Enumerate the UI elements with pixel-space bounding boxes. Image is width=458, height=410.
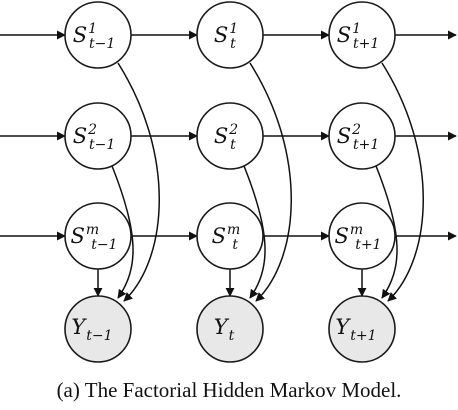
emission-arrow-1-col-3 — [381, 62, 424, 302]
hidden-state-circle — [64, 1, 132, 69]
hidden-state-circle — [196, 102, 264, 170]
observation-label: Yt−1 — [71, 315, 112, 344]
emission-arrow-1-col-1 — [117, 62, 160, 302]
hidden-state-circle — [196, 1, 264, 69]
hidden-state-circle — [64, 102, 132, 170]
observation-label: Yt+1 — [335, 315, 376, 344]
observation-circle — [196, 295, 264, 363]
hidden-state-circle — [328, 202, 396, 270]
emission-arrow-2-col-2 — [243, 165, 266, 299]
emission-arrow-1-col-2 — [249, 62, 292, 302]
observation-circle — [328, 295, 396, 363]
observation-node: Yt — [196, 295, 264, 363]
emission-arrow-2-col-3 — [375, 165, 398, 299]
emission-arrow-2-col-1 — [111, 165, 134, 299]
edges-layer — [0, 30, 457, 302]
observation-circle — [64, 295, 132, 363]
hidden-state-circle — [64, 202, 132, 270]
hidden-state-circle — [328, 1, 396, 69]
observation-node: Yt+1 — [328, 295, 396, 363]
figure-caption: (a) The Factorial Hidden Markov Model. — [56, 378, 402, 402]
observation-node: Yt−1 — [64, 295, 132, 363]
hidden-state-circle — [328, 102, 396, 170]
observation-label: Yt — [214, 315, 235, 344]
hidden-state-circle — [196, 202, 264, 270]
